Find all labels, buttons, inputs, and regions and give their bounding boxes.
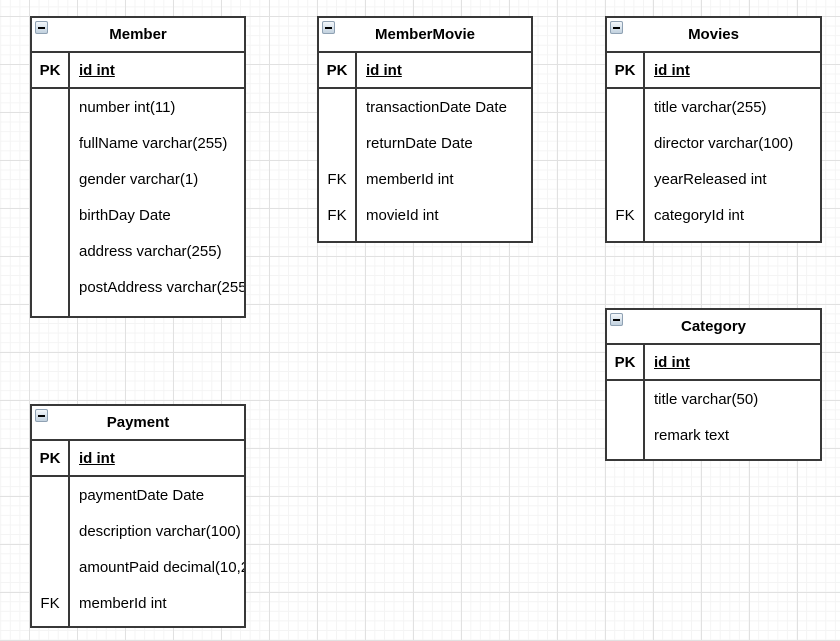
table-row[interactable]: amountPaid decimal(10,2) (32, 549, 244, 585)
row-field: paymentDate Date (79, 486, 205, 504)
table-row[interactable]: FK memberId int (319, 161, 531, 197)
column-divider (643, 53, 645, 241)
table-header[interactable]: Category (607, 310, 820, 345)
table-body: PK id int transactionDate Date returnDate D… (319, 53, 531, 241)
row-key: FK (40, 594, 60, 612)
table-header[interactable]: Movies (607, 18, 820, 53)
table-title: Category (680, 318, 747, 335)
collapse-icon[interactable] (322, 21, 335, 34)
table-row[interactable]: postAddress varchar(255) (32, 269, 244, 305)
column-divider (68, 441, 70, 626)
table-row[interactable]: gender varchar(1) (32, 161, 244, 197)
minus-icon (613, 318, 620, 321)
minus-icon (325, 26, 332, 29)
row-field: returnDate Date (366, 134, 473, 152)
table-row[interactable]: FK memberId int (32, 585, 244, 621)
table-row-primary-key[interactable]: PK id int (32, 53, 244, 89)
row-field: categoryId int (654, 206, 745, 224)
row-field: postAddress varchar(255) (79, 278, 244, 296)
row-field: movieId int (366, 206, 439, 224)
table-title: Member (109, 26, 167, 43)
row-field: address varchar(255) (79, 242, 222, 260)
row-key: PK (39, 61, 61, 79)
row-field: yearReleased int (654, 170, 767, 188)
table-row-primary-key[interactable]: PK id int (607, 53, 820, 89)
row-field: remark text (654, 426, 730, 444)
row-key: PK (39, 449, 61, 467)
collapse-icon[interactable] (35, 21, 48, 34)
table-row[interactable]: address varchar(255) (32, 233, 244, 269)
row-field: title varchar(255) (654, 98, 767, 116)
table-row[interactable]: FK categoryId int (607, 197, 820, 233)
table-header[interactable]: Member (32, 18, 244, 53)
table-row[interactable]: fullName varchar(255) (32, 125, 244, 161)
table-row-primary-key[interactable]: PK id int (32, 441, 244, 477)
row-field: number int(11) (79, 98, 176, 116)
table-body: PK id int number int(11) fullName varchar(2… (32, 53, 244, 316)
table-row[interactable]: paymentDate Date (32, 477, 244, 513)
table-row[interactable]: yearReleased int (607, 161, 820, 197)
table-row[interactable]: title varchar(255) (607, 89, 820, 125)
row-field: fullName varchar(255) (79, 134, 228, 152)
row-field: memberId int (366, 170, 454, 188)
table-row[interactable]: transactionDate Date (319, 89, 531, 125)
row-field: id int (79, 61, 115, 79)
table-row-primary-key[interactable]: PK id int (607, 345, 820, 381)
column-divider (355, 53, 357, 241)
table-title: Payment (106, 414, 170, 431)
row-field: birthDay Date (79, 206, 171, 224)
collapse-icon[interactable] (610, 21, 623, 34)
row-key: FK (615, 206, 635, 224)
table-body: PK id int paymentDate Date description varc… (32, 441, 244, 626)
row-key: PK (614, 61, 636, 79)
row-key: FK (327, 206, 347, 224)
row-field: title varchar(50) (654, 390, 759, 408)
table-row[interactable]: remark text (607, 417, 820, 453)
table-row-primary-key[interactable]: PK id int (319, 53, 531, 89)
table-row[interactable]: description varchar(100) (32, 513, 244, 549)
row-field: amountPaid decimal(10,2) (79, 558, 244, 576)
table-header[interactable]: Payment (32, 406, 244, 441)
table-row[interactable]: birthDay Date (32, 197, 244, 233)
row-field: director varchar(100) (654, 134, 794, 152)
table-title: Movies (688, 26, 739, 43)
table-body: PK id int title varchar(50) remark text (607, 345, 820, 459)
table-title: MemberMovie (374, 26, 476, 43)
table-row[interactable]: returnDate Date (319, 125, 531, 161)
row-field: id int (654, 61, 690, 79)
column-divider (68, 53, 70, 316)
collapse-icon[interactable] (610, 313, 623, 326)
row-field: id int (79, 449, 115, 467)
row-field: id int (654, 353, 690, 371)
column-divider (643, 345, 645, 459)
row-field: description varchar(100) (79, 522, 241, 540)
table-row[interactable]: title varchar(50) (607, 381, 820, 417)
row-key: FK (327, 170, 347, 188)
table-body: PK id int title varchar(255) director varch… (607, 53, 820, 241)
row-key: PK (326, 61, 348, 79)
minus-icon (38, 414, 45, 417)
row-field: memberId int (79, 594, 167, 612)
row-key: PK (614, 353, 636, 371)
minus-icon (38, 26, 45, 29)
table-row[interactable]: number int(11) (32, 89, 244, 125)
row-field: gender varchar(1) (79, 170, 199, 188)
row-field: transactionDate Date (366, 98, 507, 116)
table-row[interactable]: director varchar(100) (607, 125, 820, 161)
table-row[interactable]: FK movieId int (319, 197, 531, 233)
minus-icon (613, 26, 620, 29)
collapse-icon[interactable] (35, 409, 48, 422)
table-header[interactable]: MemberMovie (319, 18, 531, 53)
row-field: id int (366, 61, 402, 79)
